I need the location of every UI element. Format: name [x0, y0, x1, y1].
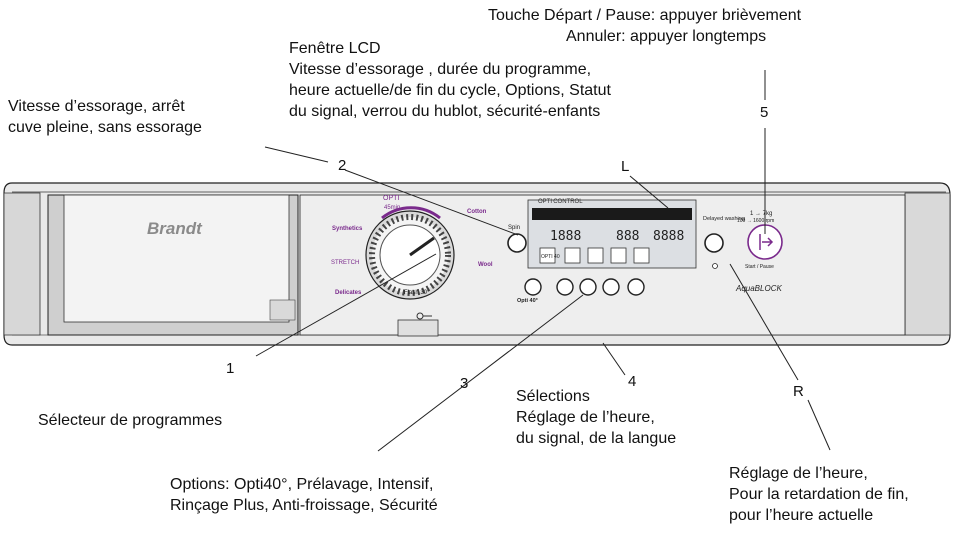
callout-selections: Sélections Réglage de l’heure, du signal…	[516, 386, 676, 449]
program-synthetics: Synthetics	[332, 226, 363, 232]
rpm-label: 100 → 1600 rpm	[737, 218, 774, 224]
lcd-option-icons	[539, 247, 650, 264]
opti40-label: Opti 40°	[517, 298, 538, 304]
marker-3: 3	[460, 375, 469, 392]
left-end-cap	[3, 192, 41, 336]
callout-lcd-line-3: heure actuelle/de fin du cycle, Options,…	[289, 82, 611, 99]
lcd-opti40-icon: OPTI 40	[541, 254, 560, 260]
marker-L: L	[621, 158, 630, 175]
callout-spin-line-2: cuve pleine, sans essorage	[8, 119, 202, 136]
program-stretch: STRETCH	[331, 260, 359, 266]
lcd-digits-left: 1888	[550, 229, 581, 244]
callout-spin-line-1: Vitesse d’essorage, arrêt	[8, 98, 185, 115]
lcd-digits-right: 8888	[653, 229, 684, 244]
marker-R: R	[793, 383, 804, 400]
callout-selections-line-3: du signal, de la langue	[516, 430, 677, 447]
spin-button[interactable]	[507, 233, 527, 253]
anti-crease-button[interactable]	[627, 278, 645, 296]
callout-start-pause: Touche Départ / Pause: appuyer brièvemen…	[488, 5, 916, 47]
program-wool: Wool	[478, 262, 493, 268]
delayed-washing-button[interactable]	[704, 233, 724, 253]
opti40-button[interactable]	[524, 278, 542, 296]
lcd-digits-mid: 888	[616, 229, 639, 244]
callout-lcd-line-2: Vitesse d’essorage , durée du programme,	[289, 61, 592, 78]
callout-options-line-1: Options: Opti40°, Prélavage, Intensif,	[170, 476, 434, 493]
brand-logo: Brandt	[147, 219, 203, 238]
dial-opti-sub: 45min	[384, 205, 400, 211]
lcd-dot-matrix-line	[532, 208, 692, 220]
marker-4: 4	[628, 373, 637, 390]
callout-spin: Vitesse d’essorage, arrêt cuve pleine, s…	[8, 96, 202, 138]
door-lock-led	[712, 263, 718, 269]
callout-time: Réglage de l’heure, Pour la retardation …	[729, 463, 909, 526]
start-pause-label: Start / Pause	[745, 264, 774, 270]
leader-lines	[255, 70, 831, 452]
callout-selector: Sélecteur de programmes	[38, 410, 222, 431]
callout-start-pause-line-1: Touche Départ / Pause: appuyer brièvemen…	[488, 7, 802, 24]
program-flash: Flash 30°	[404, 290, 430, 296]
marker-2: 2	[338, 157, 347, 174]
callout-lcd-line-1: Fenêtre LCD	[289, 40, 381, 57]
rinse-plus-button[interactable]	[602, 278, 620, 296]
callout-time-line-3: pour l’heure actuelle	[729, 507, 874, 524]
dial-opti-label: OPTI	[383, 195, 399, 202]
intensive-button[interactable]	[579, 278, 597, 296]
callout-selector-line-1: Sélecteur de programmes	[38, 412, 223, 429]
callout-lcd: Fenêtre LCD Vitesse d’essorage , durée d…	[289, 38, 611, 122]
opticontrol-label: OPTI CONTROL	[538, 199, 583, 205]
program-cotton: Cotton	[467, 209, 487, 215]
callout-selections-line-2: Réglage de l’heure,	[516, 409, 655, 426]
program-delicates: Delicates	[335, 290, 362, 296]
key-icon	[416, 312, 432, 320]
callout-selections-line-1: Sélections	[516, 388, 590, 405]
callout-lcd-line-4: du signal, verrou du hublot, sécurité-en…	[289, 103, 601, 120]
aquablock-logo: AquaBLOCK	[735, 284, 782, 293]
marker-5: 5	[760, 104, 769, 121]
callout-options: Options: Opti40°, Prélavage, Intensif, R…	[170, 474, 438, 516]
marker-1: 1	[226, 360, 235, 377]
delayed-washing-label: Delayed washing	[703, 216, 745, 222]
callout-time-line-2: Pour la retardation de fin,	[729, 486, 909, 503]
program-selector-dial[interactable]	[365, 206, 455, 300]
callout-start-pause-line-2: Annuler: appuyer longtemps	[566, 28, 767, 45]
spin-label: Spin	[508, 225, 520, 231]
right-end-cap	[904, 192, 951, 336]
callout-time-line-1: Réglage de l’heure,	[729, 465, 868, 482]
callout-options-line-2: Rinçage Plus, Anti-froissage, Sécurité	[170, 497, 438, 514]
prewash-button[interactable]	[556, 278, 574, 296]
capacity-label: 1 → 7kg	[750, 211, 772, 217]
